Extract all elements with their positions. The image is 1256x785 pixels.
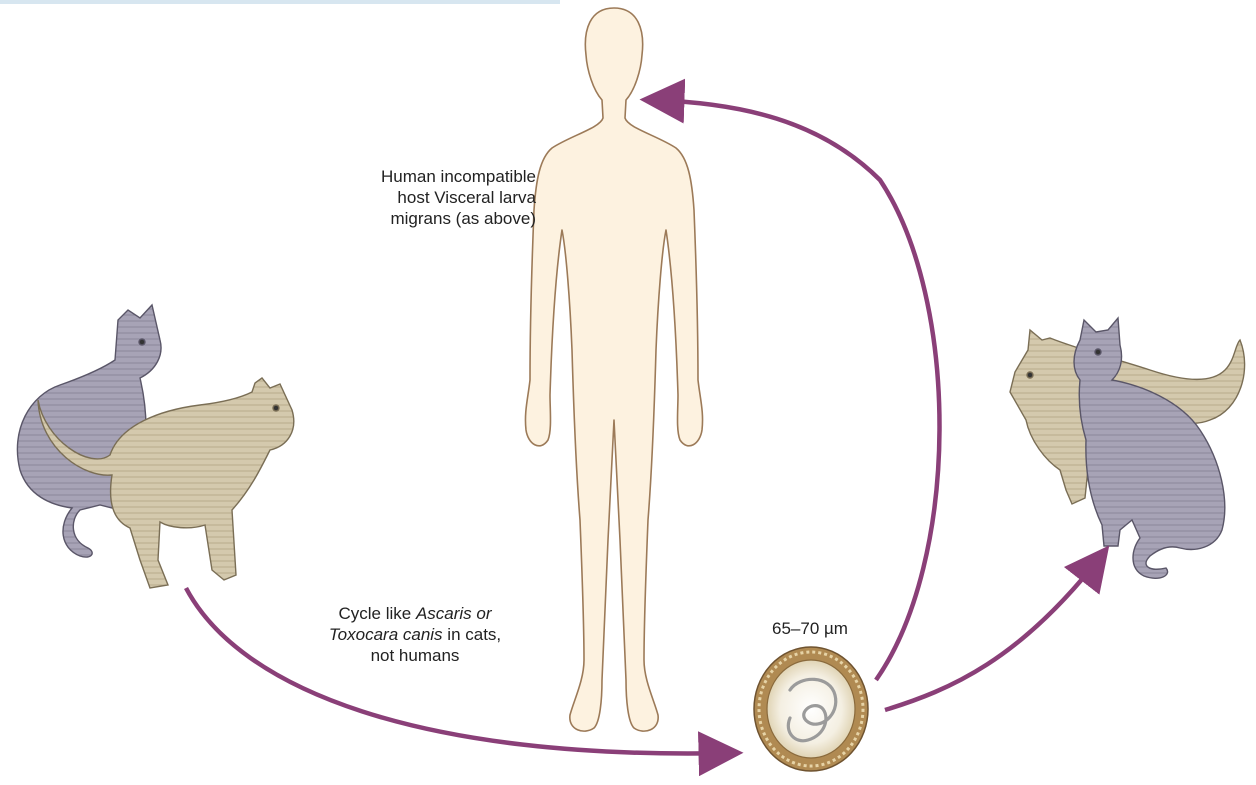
- egg-size-label: 65–70 µm: [750, 618, 870, 639]
- right-gray-cat: [1074, 318, 1225, 578]
- human-figure: [525, 8, 702, 731]
- human-host-label: Human incompatible host Visceral larva m…: [330, 166, 536, 229]
- cycle-description-label: Cycle like Ascaris or Toxocara canis in …: [300, 603, 530, 666]
- arrow-egg-to-cats: [885, 556, 1101, 710]
- toxocara-egg: [754, 647, 868, 771]
